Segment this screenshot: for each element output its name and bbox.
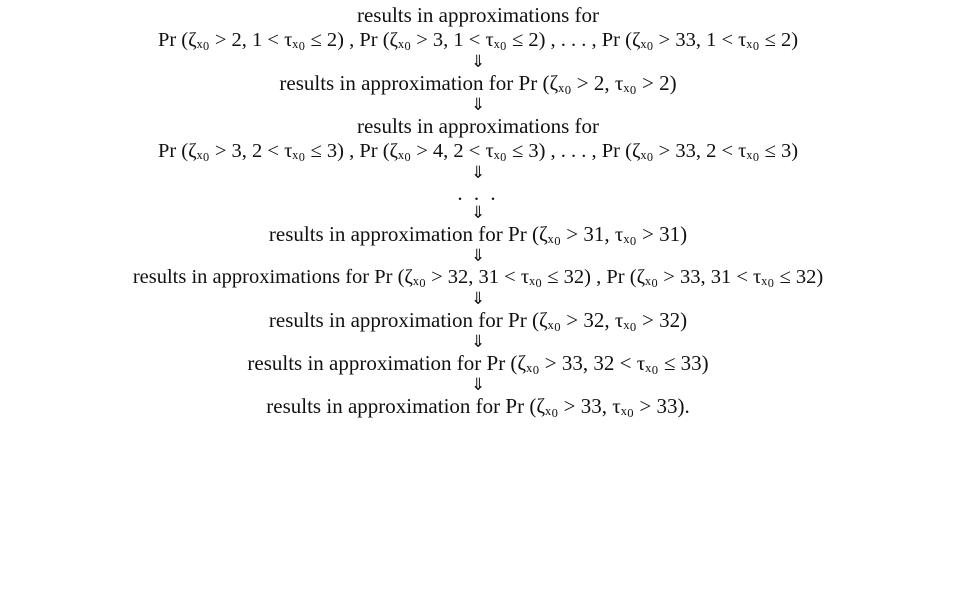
implies-arrow-icon: ⇓ <box>470 332 486 352</box>
implies-arrow-icon: ⇓ <box>470 163 486 183</box>
derivation-line-8: results in approximation for Pr (ζₓ₀ > 3… <box>268 308 688 332</box>
derivation-line-9: results in approximation for Pr (ζₓ₀ > 3… <box>247 351 709 375</box>
implies-arrow-icon: ⇓ <box>470 52 486 72</box>
implies-arrow-icon: ⇓ <box>470 95 486 115</box>
derivation-line-1: results in approximations for <box>356 3 600 27</box>
implies-arrow-icon: ⇓ <box>470 203 486 223</box>
derivation-line-2: Pr (ζₓ₀ > 2, 1 < τₓ₀ ≤ 2) , Pr (ζₓ₀ > 3,… <box>157 29 799 51</box>
derivation-line-4: results in approximations for <box>356 114 600 138</box>
implies-arrow-icon: ⇓ <box>470 375 486 395</box>
derivation-ellipsis: . . . <box>457 181 499 205</box>
derivation-line-5: Pr (ζₓ₀ > 3, 2 < τₓ₀ ≤ 3) , Pr (ζₓ₀ > 4,… <box>157 140 799 162</box>
derivation-line-6: results in approximation for Pr (ζₓ₀ > 3… <box>268 222 688 246</box>
derivation-line-3: results in approximation for Pr (ζₓ₀ > 2… <box>279 71 677 95</box>
implies-arrow-icon: ⇓ <box>470 289 486 309</box>
derivation-line-7: results in approximations for Pr (ζₓ₀ > … <box>132 266 824 288</box>
derivation-line-10: results in approximation for Pr (ζₓ₀ > 3… <box>266 394 690 418</box>
implies-arrow-icon: ⇓ <box>470 246 486 266</box>
